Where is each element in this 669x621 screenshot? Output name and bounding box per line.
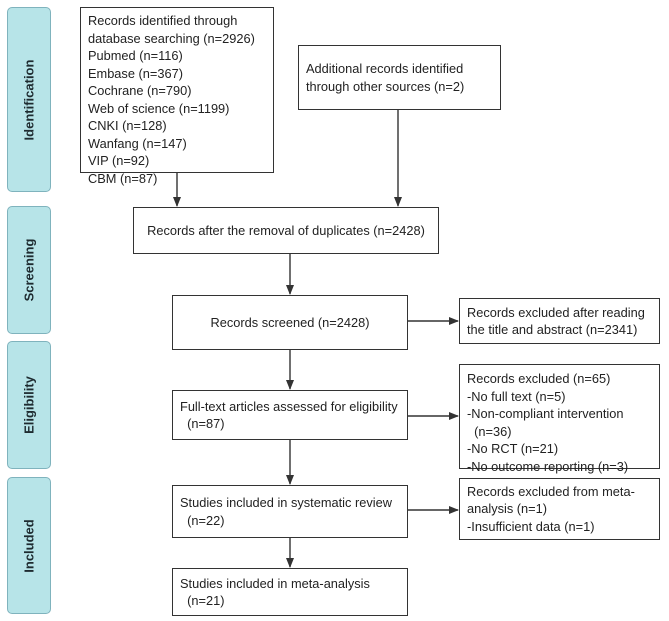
identified-line: CBM (n=87) xyxy=(88,170,158,186)
excluded-full-line: -No outcome reporting (n=3) xyxy=(467,458,629,474)
full-text-box: Full-text articles assessed for eligibil… xyxy=(172,390,408,440)
full-text-line: Full-text articles assessed for eligibil… xyxy=(180,398,398,414)
excluded-screen-box: Records excluded after reading the title… xyxy=(459,298,660,344)
after-duplicates-box: Records after the removal of duplicates … xyxy=(133,207,439,254)
meta-analysis-line: Studies included in meta-analysis xyxy=(180,575,370,591)
systematic-review-line: (n=22) xyxy=(180,512,225,528)
identified-line: Cochrane (n=790) xyxy=(88,83,192,98)
phase-screening-label: Screening xyxy=(21,238,37,302)
excluded-meta-line: analysis (n=1) xyxy=(467,501,548,517)
systematic-review-line: Studies included in systematic review xyxy=(180,495,392,510)
excluded-meta-line: Records excluded from meta- xyxy=(467,483,635,499)
phase-screening: Screening xyxy=(7,206,51,334)
identified-line: Web of science (n=1199) xyxy=(88,100,230,116)
other-sources-box: Additional records identified through ot… xyxy=(298,45,501,110)
identified-line: Embase (n=367) xyxy=(88,65,183,81)
excluded-full-line: -Non-compliant intervention xyxy=(467,406,624,421)
identified-line: Records identified through xyxy=(88,13,238,28)
phase-eligibility-label: Eligibility xyxy=(21,376,37,434)
excluded-full-line: -No full text (n=5) xyxy=(467,388,566,404)
other-sources-line: Additional records identified xyxy=(306,61,464,76)
excluded-meta-line: -Insufficient data (n=1) xyxy=(467,518,595,534)
phase-included: Included xyxy=(7,477,51,614)
excluded-full-line: (n=36) xyxy=(467,423,512,439)
meta-analysis-box: Studies included in meta-analysis (n=21) xyxy=(172,568,408,616)
identified-line: CNKI (n=128) xyxy=(88,118,167,133)
excluded-full-box: Records excluded (n=65) -No full text (n… xyxy=(459,364,660,474)
identified-line: database searching (n=2926) xyxy=(88,30,255,46)
identified-line: Wanfang (n=147) xyxy=(88,135,187,151)
screened-box: Records screened (n=2428) xyxy=(172,295,408,350)
identified-line: Pubmed (n=116) xyxy=(88,48,183,63)
phase-identification: Identification xyxy=(7,7,51,192)
excluded-full-line: -No RCT (n=21) xyxy=(467,441,559,456)
phase-eligibility: Eligibility xyxy=(7,341,51,469)
excluded-meta-box: Records excluded from meta- analysis (n=… xyxy=(459,478,660,540)
excluded-screen-line: the title and abstract (n=2341) xyxy=(467,322,638,337)
meta-analysis-line: (n=21) xyxy=(180,593,225,608)
systematic-review-box: Studies included in systematic review (n… xyxy=(172,485,408,538)
screened-text: Records screened (n=2428) xyxy=(210,314,370,330)
excluded-full-line: Records excluded (n=65) xyxy=(467,371,611,386)
identified-records-box: Records identified through database sear… xyxy=(80,7,274,186)
after-duplicates-text: Records after the removal of duplicates … xyxy=(147,222,425,238)
other-sources-line: through other sources (n=2) xyxy=(306,78,465,94)
identified-line: VIP (n=92) xyxy=(88,153,150,168)
excluded-screen-line: Records excluded after reading xyxy=(467,304,645,320)
phase-identification-label: Identification xyxy=(21,59,37,140)
full-text-line: (n=87) xyxy=(180,416,225,431)
phase-included-label: Included xyxy=(21,518,37,573)
